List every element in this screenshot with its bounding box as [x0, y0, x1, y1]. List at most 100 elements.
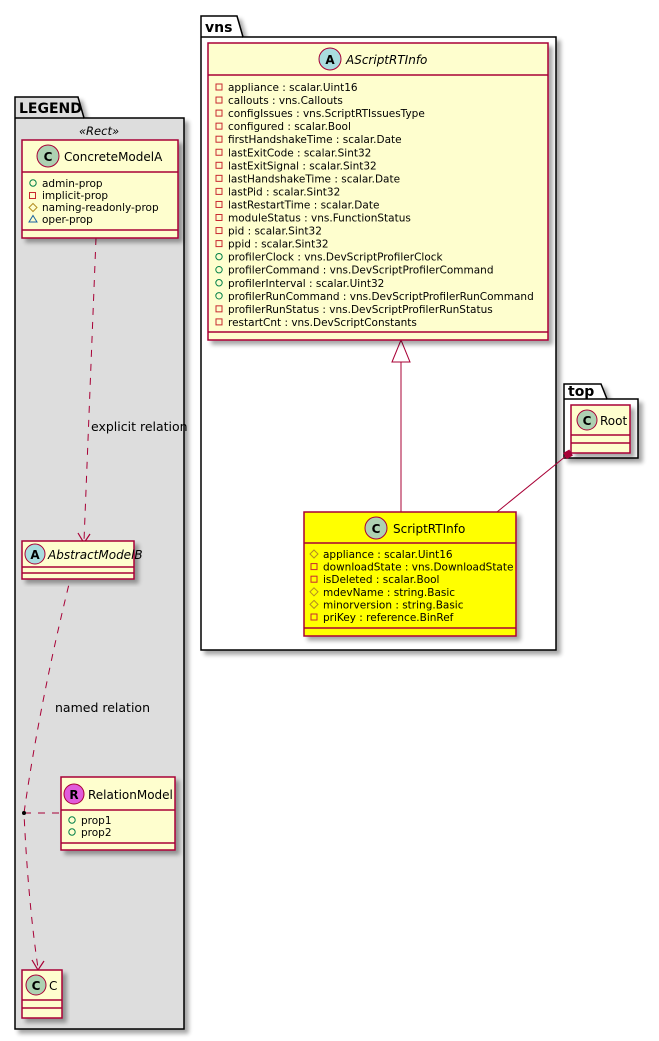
attr-row: callouts : vns.Callouts [215, 95, 343, 107]
relation-explicit-label: explicit relation [91, 419, 188, 434]
attr-text: priKey : reference.BinRef [323, 612, 454, 624]
association-point [22, 811, 26, 815]
attr-text: ppid : scalar.Sint32 [228, 239, 329, 251]
svg-text:A: A [325, 53, 335, 67]
private-icon [29, 192, 36, 199]
class-root[interactable]: C Root [570, 404, 631, 454]
private-icon [215, 240, 223, 248]
class-icon: C [36, 144, 60, 168]
attr-text: lastRestartTime : scalar.Date [228, 199, 379, 211]
public-icon [215, 252, 223, 261]
class-abstract-model-b[interactable]: A AbstractModelB [21, 540, 143, 580]
private-icon [215, 83, 223, 91]
attr-row: appliance : scalar.Uint16 [215, 82, 358, 94]
attr-row: appliance : scalar.Uint16 [309, 549, 453, 561]
attr-row: restartCnt : vns.DevScriptConstants [215, 317, 417, 329]
attr-row: profilerRunStatus : vns.DevScriptProfile… [215, 304, 493, 316]
package-legend-title: LEGEND [19, 101, 82, 117]
attr-text: lastHandshakeTime : scalar.Date [228, 173, 400, 185]
class-relation-model[interactable]: R RelationModel prop1 prop2 [60, 776, 176, 851]
relation-named-label: named relation [55, 700, 150, 715]
private-icon [310, 563, 318, 571]
attr-row: profilerInterval : scalar.Uint32 [215, 278, 384, 290]
attr-row: lastRestartTime : scalar.Date [215, 199, 379, 211]
class-name: AScriptRTInfo [345, 53, 427, 67]
attr-text: restartCnt : vns.DevScriptConstants [228, 317, 417, 329]
attr-row: profilerCommand : vns.DevScriptProfilerC… [215, 265, 493, 277]
private-icon [215, 96, 223, 104]
attr-text: callouts : vns.Callouts [228, 95, 343, 107]
private-icon [215, 200, 223, 208]
class-icon: C [364, 516, 388, 540]
relation-inheritance [391, 338, 411, 512]
attr-row: configured : scalar.Bool [215, 121, 351, 133]
attr-row: isDeleted : scalar.Bool [310, 574, 439, 586]
attr-text: minorversion : string.Basic [323, 599, 464, 611]
attr-row: admin-prop [29, 178, 103, 190]
private-icon [215, 214, 223, 221]
attr-text: lastExitSignal : scalar.Sint32 [228, 160, 377, 172]
attr-text: profilerRunStatus : vns.DevScriptProfile… [228, 304, 493, 316]
svg-text:A: A [30, 548, 40, 562]
public-icon [68, 816, 76, 824]
association-class-link [22, 811, 61, 815]
public-icon [215, 292, 223, 300]
package-vns-title: vns [205, 20, 232, 36]
class-name: ConcreteModelA [64, 150, 163, 164]
attr-text: lastExitCode : scalar.Sint32 [228, 147, 371, 159]
class-script-rt-info[interactable]: C ScriptRTInfo appliance : scalar.Uint16… [303, 511, 517, 637]
attr-row: configIssues : vns.ScriptRTIssuesType [215, 108, 425, 120]
svg-text:R: R [69, 788, 78, 802]
svg-text:C: C [44, 150, 53, 164]
protected-icon [309, 549, 319, 559]
svg-text:prop1: prop1 [81, 815, 112, 827]
attr-text: profilerInterval : scalar.Uint32 [228, 278, 384, 290]
class-c[interactable]: C C [21, 969, 63, 1019]
class-ascript-rt-info[interactable]: A AScriptRTInfo appliance : scalar.Uint1… [207, 42, 549, 341]
attr-text: profilerRunCommand : vns.DevScriptProfil… [228, 291, 534, 303]
attr-row: prop2 [68, 827, 112, 839]
attr-text: moduleStatus : vns.FunctionStatus [228, 213, 411, 225]
class-name: C [49, 979, 57, 993]
relation-composition [496, 449, 573, 513]
class-name: Root [600, 414, 627, 428]
attr-row: ppid : scalar.Sint32 [215, 239, 329, 251]
svg-text:oper-prop: oper-prop [42, 214, 93, 226]
private-icon [215, 122, 223, 130]
protected-icon [309, 599, 319, 610]
private-icon [215, 227, 223, 235]
class-name: AbstractModelB [47, 548, 143, 562]
public-icon [215, 279, 223, 287]
attr-row: downloadState : vns.DownloadState [310, 562, 513, 574]
attr-row: lastPid : scalar.Sint32 [215, 186, 340, 198]
attr-text: pid : scalar.Sint32 [228, 226, 322, 238]
private-icon [310, 613, 318, 621]
class-concrete-model-a[interactable]: C ConcreteModelA admin-prop implicit-pro… [21, 139, 179, 239]
public-icon [215, 266, 223, 274]
abstract-icon: A [24, 543, 46, 565]
legend-stereotype: «Rect» [79, 124, 119, 138]
private-icon [215, 135, 223, 143]
attr-text: isDeleted : scalar.Bool [323, 574, 439, 586]
attr-row: profilerRunCommand : vns.DevScriptProfil… [215, 291, 534, 303]
relation-icon: R [63, 783, 85, 805]
attr-text: downloadState : vns.DownloadState [323, 562, 513, 574]
package-icon [28, 214, 38, 223]
private-icon [310, 575, 318, 583]
private-icon [215, 305, 223, 313]
private-icon [215, 187, 223, 195]
protected-icon [28, 202, 38, 213]
class-name: RelationModel [88, 788, 173, 802]
svg-text:naming-readonly-prop: naming-readonly-prop [42, 202, 159, 214]
attr-row: implicit-prop [29, 190, 108, 202]
protected-icon [309, 587, 319, 597]
attr-row: lastExitSignal : scalar.Sint32 [215, 160, 377, 172]
attr-row: firstHandshakeTime : scalar.Date [215, 134, 402, 146]
private-icon [215, 109, 223, 117]
attr-row: naming-readonly-prop [28, 202, 159, 214]
class-name: ScriptRTInfo [393, 522, 465, 536]
attr-row: moduleStatus : vns.FunctionStatus [215, 213, 411, 225]
attr-row: prop1 [68, 815, 112, 827]
